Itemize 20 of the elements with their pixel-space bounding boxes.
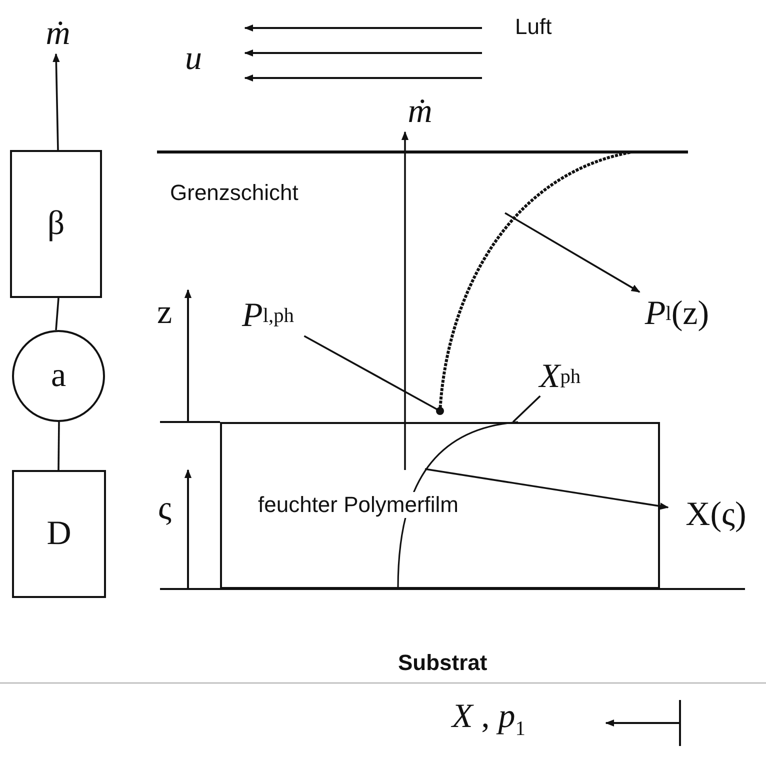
substrate-label: Substrat [398, 650, 488, 676]
axis-label: z [157, 296, 172, 330]
leader-arrow [401, 131, 409, 470]
boundary-layer-label: Grenzschicht [170, 180, 298, 206]
leader-arrow [424, 468, 669, 510]
velocity-symbol: u [185, 42, 202, 76]
moisture-profile-symbol: X(ς) [668, 494, 764, 536]
air-label: Luft [515, 14, 552, 40]
axis-label: ς [158, 492, 172, 526]
diffusion-coefficient-box [12, 470, 106, 598]
leader-arrow [504, 212, 640, 293]
leader-line [512, 395, 541, 423]
transfer-coefficient-box [10, 150, 102, 298]
axis-label: X , p$_{1}$ [452, 700, 526, 740]
polymer-film-layer [220, 422, 660, 589]
arrow [52, 53, 60, 150]
connector-line [58, 422, 60, 470]
mass-flow-symbol: ṁ [36, 14, 80, 54]
mass-flow-symbol: ṁ [398, 92, 442, 132]
connector-line [55, 298, 60, 330]
